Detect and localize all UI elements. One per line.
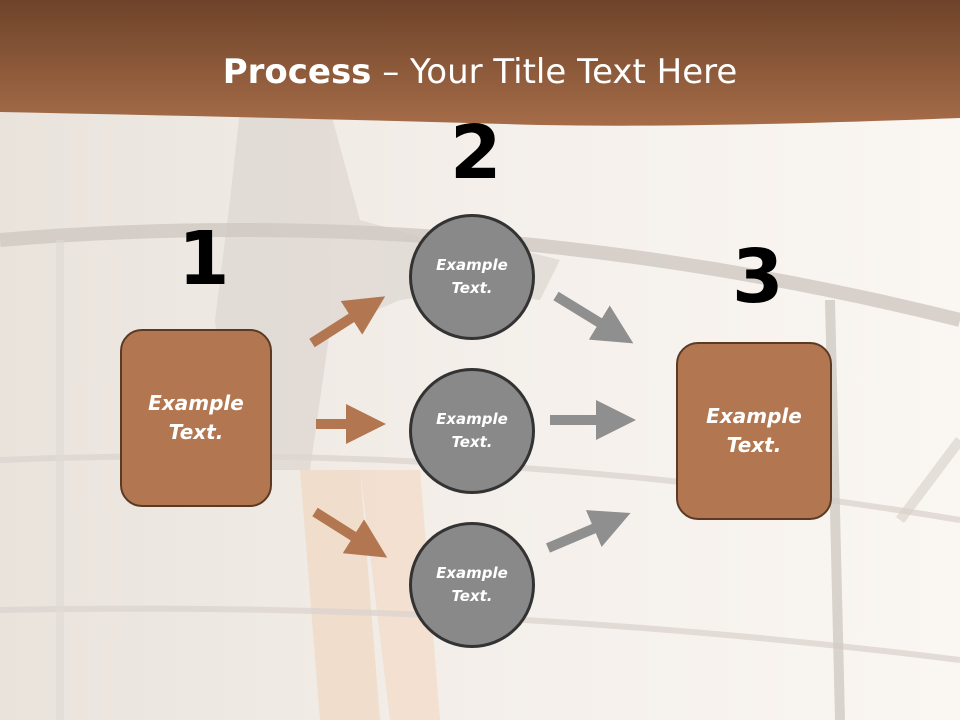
title-bold: Process (222, 52, 372, 92)
slide-title: Process – Your Title Text Here (0, 52, 960, 92)
left-box: Example Text. (120, 329, 272, 507)
circle-middle: Example Text. (409, 368, 535, 494)
step-number-1: 1 (178, 216, 230, 302)
arrow-bottom-to-right (546, 510, 631, 553)
title-rest: – Your Title Text Here (371, 52, 738, 92)
circle-top-text: Example Text. (436, 256, 508, 297)
right-box-text: Example Text. (706, 404, 802, 457)
circle-middle-text: Example Text. (436, 410, 508, 451)
arrow-left-to-bottom (312, 507, 388, 558)
left-box-text: Example Text. (148, 391, 244, 444)
arrow-top-to-right (553, 291, 634, 344)
arrow-left-to-top (309, 296, 386, 348)
circle-top: Example Text. (409, 214, 535, 340)
circle-bottom: Example Text. (409, 522, 535, 648)
circle-bottom-text: Example Text. (436, 564, 508, 605)
step-number-3: 3 (732, 234, 784, 320)
right-box: Example Text. (676, 342, 832, 520)
step-number-2: 2 (450, 110, 502, 196)
